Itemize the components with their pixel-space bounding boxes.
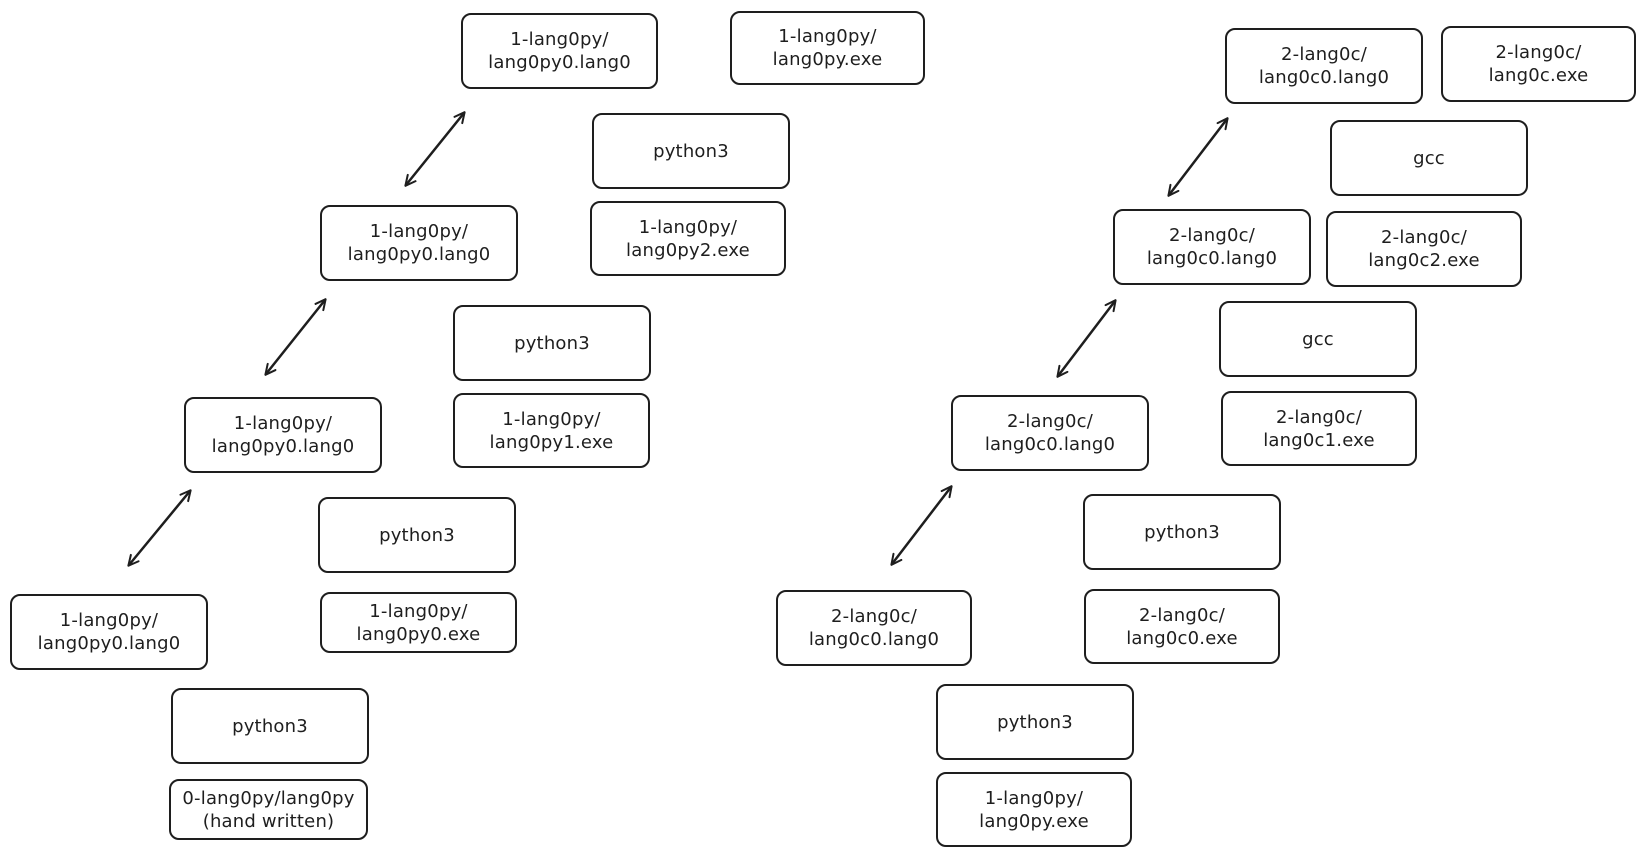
left-compiler-node-4: python3 xyxy=(171,688,369,764)
left-source-node-4: 1-lang0py/ lang0py0.lang0 xyxy=(10,594,208,670)
right-binary-node-3: 2-lang0c/ lang0c0.exe xyxy=(1084,589,1280,664)
node-label-line1: 1-lang0py/ xyxy=(502,408,601,430)
node-label-line1: 1-lang0py/ xyxy=(778,26,877,47)
left-binary-node-4: 0-lang0py/lang0py (hand written) xyxy=(169,779,368,840)
node-label-line2: lang0py1.exe xyxy=(489,431,614,453)
right-source-node-3: 2-lang0c/ lang0c0.lang0 xyxy=(951,395,1149,471)
node-label: python3 xyxy=(1144,521,1220,543)
right-link-arrow-3 xyxy=(890,485,953,566)
node-label: python3 xyxy=(997,711,1073,733)
left-binary-node-2: 1-lang0py/ lang0py1.exe xyxy=(453,393,650,468)
node-label-line1: 2-lang0c/ xyxy=(1006,411,1094,432)
node-label: python3 xyxy=(232,715,308,737)
node-label-line2: lang0c2.exe xyxy=(1368,250,1480,271)
node-label-line1: 2-lang0c/ xyxy=(1280,44,1368,65)
node-label: python3 xyxy=(653,140,729,162)
left-binary-node-3: 1-lang0py/ lang0py0.exe xyxy=(320,592,517,653)
node-label-line1: 1-lang0py/ xyxy=(638,216,738,238)
node-label-line1: 2-lang0c/ xyxy=(1138,604,1226,626)
node-label-line1: 1-lang0py/ xyxy=(59,610,159,631)
left-compiler-node-1: python3 xyxy=(592,113,790,189)
node-label-line2: lang0c0.exe xyxy=(1126,627,1238,649)
right-source-node-2: 2-lang0c/ lang0c0.lang0 xyxy=(1113,209,1311,285)
left-binary-node-1: 1-lang0py/ lang0py2.exe xyxy=(590,201,786,276)
node-label: python3 xyxy=(514,332,590,354)
node-label-line1: 2-lang0c/ xyxy=(830,606,918,627)
right-source-node-1: 2-lang0c/ lang0c0.lang0 xyxy=(1225,28,1423,104)
right-compiler-node-4: python3 xyxy=(936,684,1134,760)
node-label-line1: 2-lang0c/ xyxy=(1168,225,1256,246)
node-label-line1: 1-lang0py/ xyxy=(984,787,1084,809)
node-label-line2: lang0py2.exe xyxy=(626,239,750,261)
node-label-line1: 2-lang0c/ xyxy=(1275,406,1363,428)
node-label: python3 xyxy=(379,524,455,546)
node-label-line1: 2-lang0c/ xyxy=(1495,42,1582,63)
node-label-line2: lang0py.exe xyxy=(979,810,1089,832)
node-label-line2: lang0c0.lang0 xyxy=(1258,67,1390,88)
node-label-line2: lang0c0.lang0 xyxy=(1146,248,1278,269)
node-label-line1: 1-lang0py/ xyxy=(369,221,469,242)
right-link-arrow-2 xyxy=(1056,299,1117,378)
node-label-line1: 1-lang0py/ xyxy=(233,413,333,434)
right-top-output-node: 2-lang0c/ lang0c.exe xyxy=(1441,26,1636,102)
node-label-line1: 1-lang0py/ xyxy=(510,29,609,50)
node-label-line2: lang0c1.exe xyxy=(1263,429,1375,451)
node-label-line1: 1-lang0py/ xyxy=(369,600,468,622)
left-source-node-1: 1-lang0py/ lang0py0.lang0 xyxy=(461,13,658,89)
right-binary-node-4: 1-lang0py/ lang0py.exe xyxy=(936,772,1132,847)
right-binary-node-1: 2-lang0c/ lang0c2.exe xyxy=(1326,211,1522,287)
left-link-arrow-2 xyxy=(264,298,327,376)
node-label-line2: lang0c.exe xyxy=(1488,65,1589,86)
node-label-line2: lang0py0.lang0 xyxy=(347,244,491,265)
left-top-output-node: 1-lang0py/ lang0py.exe xyxy=(730,11,925,85)
node-label-line2: lang0py0.exe xyxy=(356,623,481,645)
node-label-line2: (hand written) xyxy=(202,810,335,832)
node-label-line2: lang0py.exe xyxy=(772,49,883,70)
node-label-line1: 0-lang0py/lang0py xyxy=(182,787,355,809)
right-compiler-node-1: gcc xyxy=(1330,120,1528,196)
left-compiler-node-3: python3 xyxy=(318,497,516,573)
node-label: gcc xyxy=(1413,147,1445,169)
node-label-line2: lang0c0.lang0 xyxy=(984,434,1116,455)
node-label: gcc xyxy=(1302,328,1334,350)
left-link-arrow-3 xyxy=(127,489,192,567)
node-label-line2: lang0py0.lang0 xyxy=(37,633,181,654)
node-label-line2: lang0py0.lang0 xyxy=(211,436,355,457)
right-binary-node-2: 2-lang0c/ lang0c1.exe xyxy=(1221,391,1417,466)
right-source-node-4: 2-lang0c/ lang0c0.lang0 xyxy=(776,590,972,666)
right-compiler-node-2: gcc xyxy=(1219,301,1417,377)
left-link-arrow-1 xyxy=(404,111,466,187)
left-source-node-3: 1-lang0py/ lang0py0.lang0 xyxy=(184,397,382,473)
left-compiler-node-2: python3 xyxy=(453,305,651,381)
right-compiler-node-3: python3 xyxy=(1083,494,1281,570)
node-label-line1: 2-lang0c/ xyxy=(1380,227,1468,248)
left-source-node-2: 1-lang0py/ lang0py0.lang0 xyxy=(320,205,518,281)
right-link-arrow-1 xyxy=(1167,117,1229,197)
node-label-line2: lang0py0.lang0 xyxy=(488,52,631,73)
node-label-line2: lang0c0.lang0 xyxy=(808,629,940,650)
